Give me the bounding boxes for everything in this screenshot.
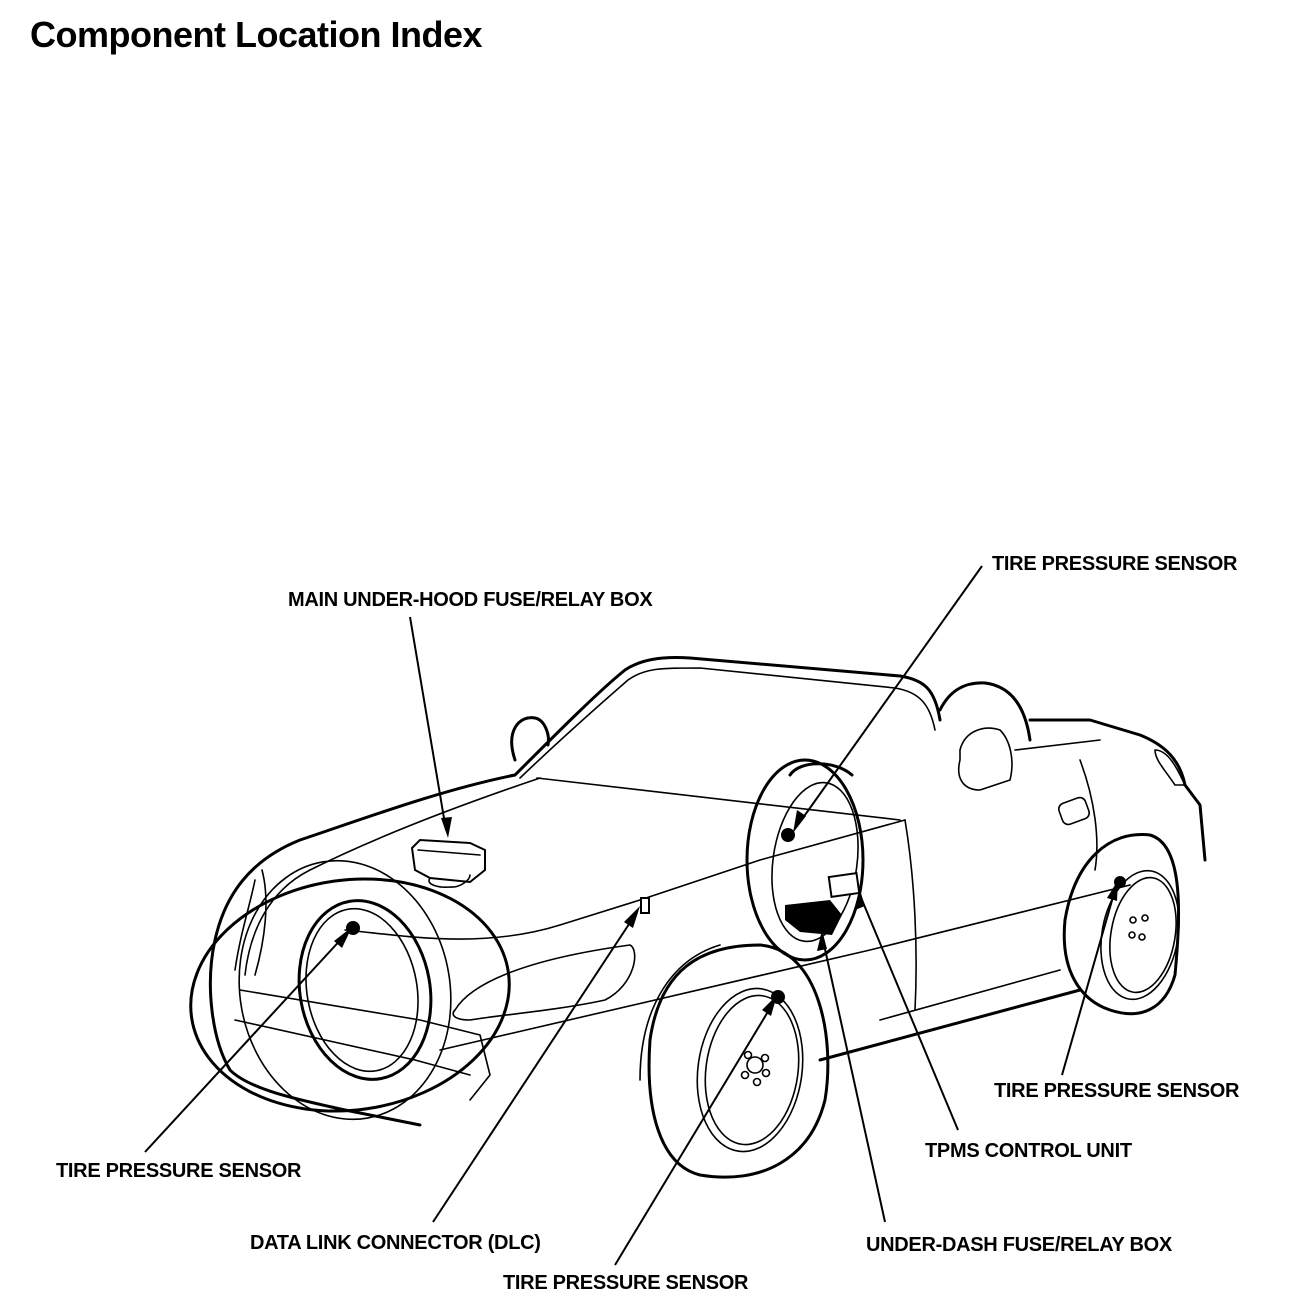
callout-under-dash-fuse-relay-box: UNDER-DASH FUSE/RELAY BOX <box>866 1234 1172 1256</box>
callout-tpms-control-unit: TPMS CONTROL UNIT <box>925 1140 1132 1162</box>
callout-tire-pressure-sensor-rear: TIRE PRESSURE SENSOR <box>994 1080 1240 1102</box>
callout-tire-pressure-sensor-left-front: TIRE PRESSURE SENSOR <box>56 1160 302 1182</box>
data-link-connector <box>640 897 650 914</box>
front-near-wheel <box>639 943 830 1179</box>
leader-lines <box>144 565 1118 1266</box>
under-dash-fuse-relay-box <box>785 900 842 935</box>
vehicle-outline <box>208 656 1207 1127</box>
rear-wheel <box>1062 832 1180 1016</box>
tpms-control-unit <box>827 872 861 898</box>
callout-tire-pressure-sensor-right-front: TIRE PRESSURE SENSOR <box>992 553 1238 575</box>
callout-main-under-hood-fuse-relay-box: MAIN UNDER-HOOD FUSE/RELAY BOX <box>288 589 653 611</box>
left-front-wheel <box>189 859 511 1121</box>
right-front-wheel <box>745 758 865 962</box>
callout-data-link-connector: DATA LINK CONNECTOR (DLC) <box>250 1232 541 1254</box>
callout-tire-pressure-sensor-front-near: TIRE PRESSURE SENSOR <box>503 1272 749 1294</box>
main-under-hood-fuse-relay-box <box>410 838 486 888</box>
tire-pressure-sensor-right-front <box>781 828 795 842</box>
page-title: Component Location Index <box>30 14 483 55</box>
